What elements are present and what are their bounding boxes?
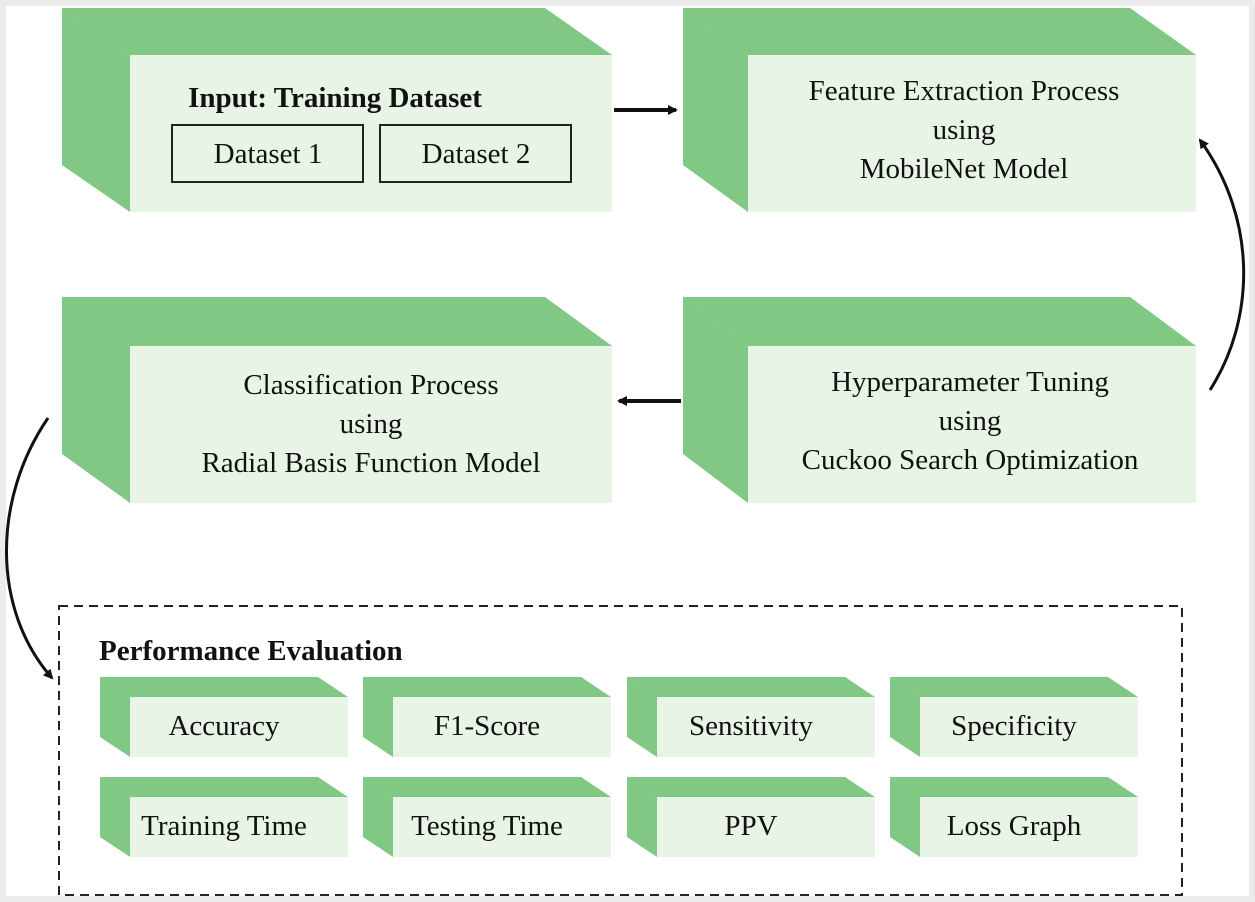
metric-tile-side [627,777,657,857]
metric-label: Training Time [141,810,307,842]
hyper-block: Hyperparameter Tuning using Cuckoo Searc… [683,297,1196,503]
metric-label: Testing Time [411,810,563,842]
metric-label: Specificity [951,710,1077,742]
input-block-title: Input: Training Dataset [188,82,482,114]
metric-tile-top [363,677,611,697]
metric-tile-face [393,697,611,757]
metric-tile-face [657,797,875,857]
metric-tile-face [130,697,348,757]
metric-tile-top [627,777,875,797]
feature-block-top [683,8,1196,55]
input-block-side [62,8,130,212]
class-line-2: using [340,408,403,440]
metric-tile-f1-score: F1-Score [363,677,611,757]
metric-tile-training-time: Training Time [100,777,348,857]
class-block-side [62,297,130,503]
metric-grid: Accuracy F1-Score Sensitivity SpecificityTr… [100,677,1138,857]
metric-tile-top [100,677,348,697]
metric-tile-side [890,777,920,857]
feature-line-1: Feature Extraction Process [809,75,1120,107]
evaluation-border [58,605,1183,896]
metric-tile-top [890,677,1138,697]
metric-tile-accuracy: Accuracy [100,677,348,757]
arrow-hyper-to-feature [1198,138,1246,391]
metric-tile-side [627,677,657,757]
metric-label: PPV [724,810,777,842]
feature-block-side [683,8,748,212]
metric-tile-sensitivity: Sensitivity [627,677,875,757]
hyper-line-1: Hyperparameter Tuning [831,366,1109,398]
arrow-class-to-evaluation [5,417,54,680]
metric-tile-face [393,797,611,857]
feature-line-3: MobileNet Model [860,153,1069,185]
metric-tile-top [100,777,348,797]
feature-block-face [748,55,1196,212]
feature-block: Feature Extraction Process using MobileN… [683,8,1196,212]
metric-tile-side [100,777,130,857]
metric-tile-ppv: PPV [627,777,875,857]
dataset-1-label: Dataset 1 [214,138,323,170]
dataset-1-box [171,124,364,183]
metric-tile-top [363,777,611,797]
metric-label: F1-Score [434,710,540,742]
metric-tile-side [363,777,393,857]
class-block-face [130,346,612,503]
metric-tile-face [920,697,1138,757]
dataset-2-box [379,124,572,183]
hyper-block-face [748,346,1196,503]
metric-tile-testing-time: Testing Time [363,777,611,857]
class-line-1: Classification Process [243,369,498,401]
metric-tile-side [363,677,393,757]
class-block-top [62,297,612,346]
metric-tile-face [920,797,1138,857]
metric-tile-top [890,777,1138,797]
evaluation-title: Performance Evaluation [99,635,403,667]
class-block: Classification Process using Radial Basi… [62,297,612,503]
hyper-line-3: Cuckoo Search Optimization [802,444,1139,476]
evaluation-panel: Performance Evaluation Accuracy F1-Score S… [58,605,1183,896]
input-block-face [130,55,612,212]
hyper-line-2: using [939,405,1002,437]
metric-tile-side [890,677,920,757]
metric-tile-face [130,797,348,857]
input-block-top [62,8,612,55]
class-line-3: Radial Basis Function Model [201,447,540,479]
metric-tile-specificity: Specificity [890,677,1138,757]
dataset-2-label: Dataset 2 [422,138,531,170]
metric-label: Sensitivity [689,710,814,742]
metric-tile-loss-graph: Loss Graph [890,777,1138,857]
hyper-block-top [683,297,1196,346]
metric-tile-side [100,677,130,757]
metric-label: Loss Graph [947,810,1082,842]
input-block: Input: Training Dataset Dataset 1 Datase… [62,8,612,212]
feature-line-2: using [933,114,996,146]
metric-tile-top [627,677,875,697]
metric-tile-face [657,697,875,757]
metric-label: Accuracy [168,710,280,742]
hyper-block-side [683,297,748,503]
